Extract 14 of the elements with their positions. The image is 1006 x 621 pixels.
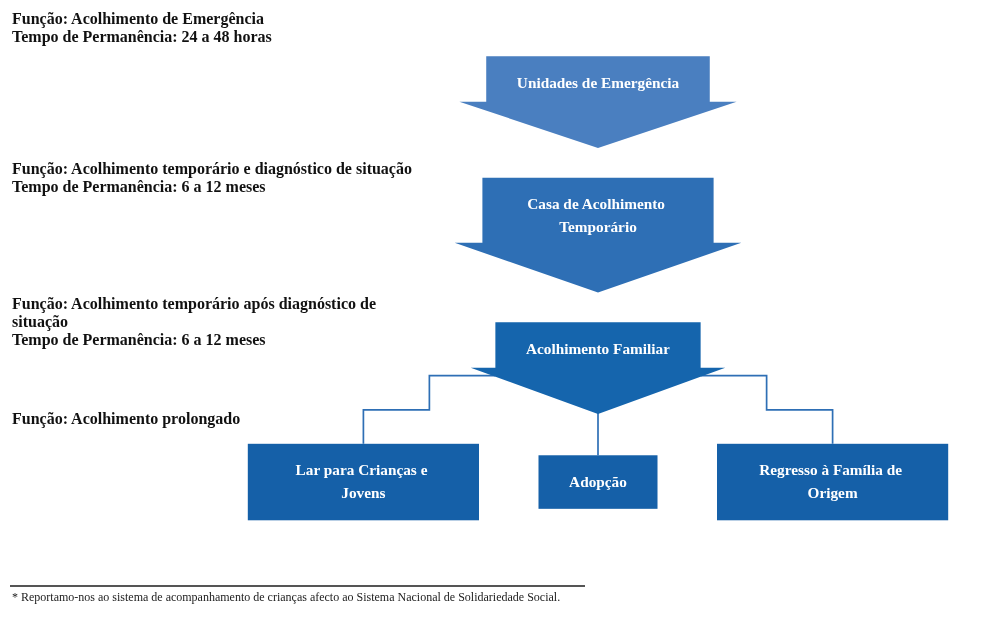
node-note: Tempo de Permanência: 6 a 12 meses [12, 331, 267, 349]
node-note: Tempo de Permanência: 6 a 12 meses [12, 178, 267, 196]
node-label: Lar para Crianças e Jovens [295, 461, 428, 502]
footnote: * Reportamo-nos ao sistema de acompanhamento de crianças afecto ao Sistema Nacional de Solidariedade Social. [12, 590, 561, 605]
node-label: Adopção [569, 473, 627, 491]
node-note: Função: Acolhimento temporário e diagnóstico de situação [12, 160, 412, 178]
node-label: Unidades de Emergência [516, 74, 680, 92]
node-label: Acolhimento Familiar [525, 340, 671, 358]
node-note: Função: Acolhimento temporário após diagnóstico de situação [12, 295, 377, 331]
node-label: Regresso à Família de Origem [759, 461, 903, 502]
node-note: Função: Acolhimento de Emergência [12, 10, 265, 28]
node-label: Casa de Acolhimento Temporário [527, 195, 665, 236]
node-note: Tempo de Permanência: 24 a 48 horas [12, 28, 272, 46]
stage-note: Função: Acolhimento prolongado [12, 410, 242, 428]
